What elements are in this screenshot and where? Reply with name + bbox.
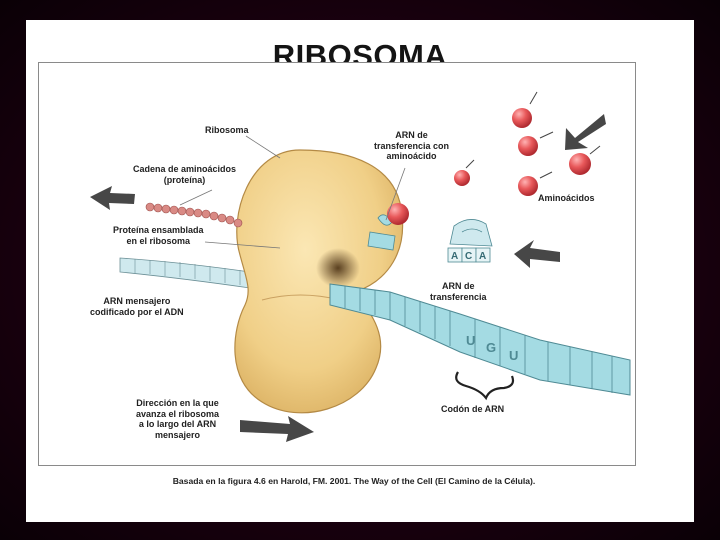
trna-docked [367, 203, 409, 251]
mrna-strand-right: U G U [329, 283, 631, 396]
arrow-ribosome-direction [240, 416, 314, 442]
label-aminoacidos: Aminoácidos [538, 193, 595, 203]
label-arn-mensajero: ARN mensajero codificado por el ADN [90, 296, 184, 317]
ribosome-body [234, 149, 404, 414]
codon-letter: G [486, 340, 496, 355]
label-arn-transferencia: ARN de transferencia [430, 281, 487, 302]
codon-letter: U [466, 333, 475, 348]
figure-caption: Basada en la figura 4.6 en Harold, FM. 2… [172, 476, 536, 486]
free-amino-acids [454, 91, 601, 196]
arrow-amino-in [565, 114, 606, 150]
anticodon-letter: A [451, 251, 458, 262]
leader-lines [179, 135, 406, 249]
codon-brace [455, 371, 515, 401]
arrows [90, 114, 606, 442]
trna-free: A C A [447, 219, 493, 263]
anticodon-letter: C [465, 251, 472, 262]
arrow-trna-in [514, 240, 560, 268]
arrow-chain-direction [90, 186, 135, 210]
label-direccion: Dirección en la que avanza el ribosoma a… [136, 398, 220, 440]
label-proteina-ensamblada: Proteína ensamblada en el ribosoma [113, 225, 204, 246]
codon-letter: U [509, 348, 518, 363]
label-arnt-aminoacido: ARN de transferencia con aminoácido [374, 130, 450, 161]
label-cadena-aminoacidos: Cadena de aminoácidos (proteína) [133, 164, 237, 185]
amino-acid-chain [145, 202, 243, 228]
label-codon-arn: Codón de ARN [441, 404, 505, 414]
anticodon-letter: A [479, 251, 486, 262]
label-ribosoma: Ribosoma [205, 125, 249, 135]
